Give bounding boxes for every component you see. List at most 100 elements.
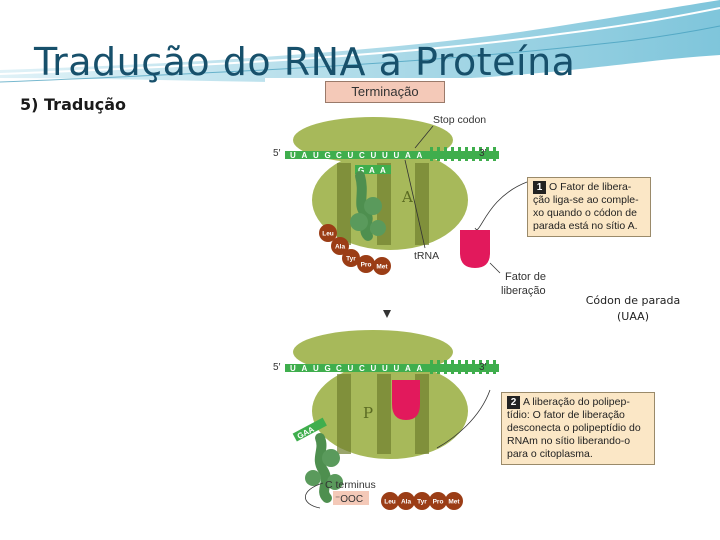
stage-label: Terminação [325,81,445,103]
prime5-bottom: 5′ [273,362,281,373]
amino-acid [445,492,463,510]
mrna-tick [479,147,482,161]
mrna-base: U [394,364,400,373]
mrna-base: U [371,151,377,160]
mrna-base: G [325,151,331,160]
step-2-line-5: para o citoplasma. [507,448,593,460]
mrna-tick [486,147,489,161]
mrna-base: A [417,364,423,373]
amino-acid [342,249,360,267]
mrna-tick [458,147,461,161]
mrna-base: C [359,151,365,160]
mrna-base: A [417,151,423,160]
mrna-tick [472,147,475,161]
mrna-base: U [382,364,388,373]
step-2-line-1: A liberação do polipep- [523,396,630,408]
mrna-tick [479,360,482,374]
header-swoosh [0,0,720,83]
amino-acid-label: Met [448,499,460,506]
mrna-tick [465,360,468,374]
mrna-tick [437,360,440,374]
mrna-base: U [290,364,296,373]
amino-acid [373,257,391,275]
mrna-base: A [405,151,411,160]
mrna-tick [444,147,447,161]
mrna-base: A [405,364,411,373]
slide-title: Tradução do RNA a Proteína [34,40,576,84]
mrna-base: U [382,151,388,160]
cooh-box [333,491,369,505]
step-1-line-4: parada está no sítio A. [533,220,638,232]
trna-label: tRNA [414,250,439,262]
slide-subtitle: 5) Tradução [20,95,126,114]
amino-acid [357,255,375,273]
amino-acid-label: Tyr [346,256,356,263]
amino-acid [429,492,447,510]
stop-codon-note-line-1: Códon de parada [585,294,681,307]
trna-bottom: GAA [292,417,343,503]
site-a-label: A [401,188,413,206]
step-1-badge: 1 [533,181,546,194]
site-p-label: P [363,404,373,422]
amino-acid [319,224,337,242]
mrna-base: U [348,364,354,373]
down-arrow [383,310,391,318]
mrna-tick [451,147,454,161]
amino-acid [413,492,431,510]
step-2-badge: 2 [507,396,520,409]
mrna-base: U [290,151,296,160]
mrna-tick [465,147,468,161]
mrna-tick [486,360,489,374]
mrna-tick [444,360,447,374]
small-subunit-bottom [293,330,453,374]
polypeptide-bottom: Leu Ala Tyr Pro Met [381,492,463,510]
stop-codon-label: Stop codon [433,114,486,126]
mrna-base: U [348,151,354,160]
mrna-tick [458,360,461,374]
prime5-top: 5′ [273,148,281,159]
step-1-line-2: ção liga-se ao comple- [533,194,639,206]
mrna-base: G [325,364,331,373]
mrna-tick [430,147,433,161]
mrna-tick [451,360,454,374]
stop-codon-note: Códon de parada (UAA) [582,293,684,325]
mrna-tick [430,360,433,374]
amino-acid-label: Ala [401,499,412,506]
mrna-base: C [359,364,365,373]
mrna-base: U [313,364,319,373]
prime3-bottom: 3′ [479,362,487,373]
amino-acid-label: Pro [433,499,444,506]
amino-acid [397,492,415,510]
amino-acid-label: Met [376,264,388,271]
amino-acid-label: Pro [361,262,372,269]
amino-acid-label: Tyr [417,499,427,506]
amino-acid-label: Ala [335,244,346,251]
amino-acid-label: Leu [322,231,334,238]
release-factor-label-2: liberação [501,285,546,297]
mrna-tick [493,360,496,374]
mrna-tick [472,360,475,374]
step-1-line-1: O Fator de libera- [549,181,632,193]
mrna-base: A [302,364,308,373]
step-2-line-4: RNAm no sítio liberando-o [507,435,631,447]
mrna-base: C [336,151,342,160]
anticodon-base: A [380,166,386,175]
amino-acid [381,492,399,510]
stop-codon-note-line-2: (UAA) [617,310,649,323]
mrna-base: C [336,364,342,373]
mrna-base: U [313,151,319,160]
c-terminus-label: C terminus [325,479,376,491]
release-factor-label-1: Fator de [505,271,546,283]
amino-acid-label: Leu [384,499,396,506]
prime3-top: 3′ [479,148,487,159]
step-2-line-3: desconecta o polipeptídio do [507,422,641,434]
mrna-tick [437,147,440,161]
cooh-label: ⁻OOC [335,494,363,505]
release-factor-bottom [392,380,420,420]
